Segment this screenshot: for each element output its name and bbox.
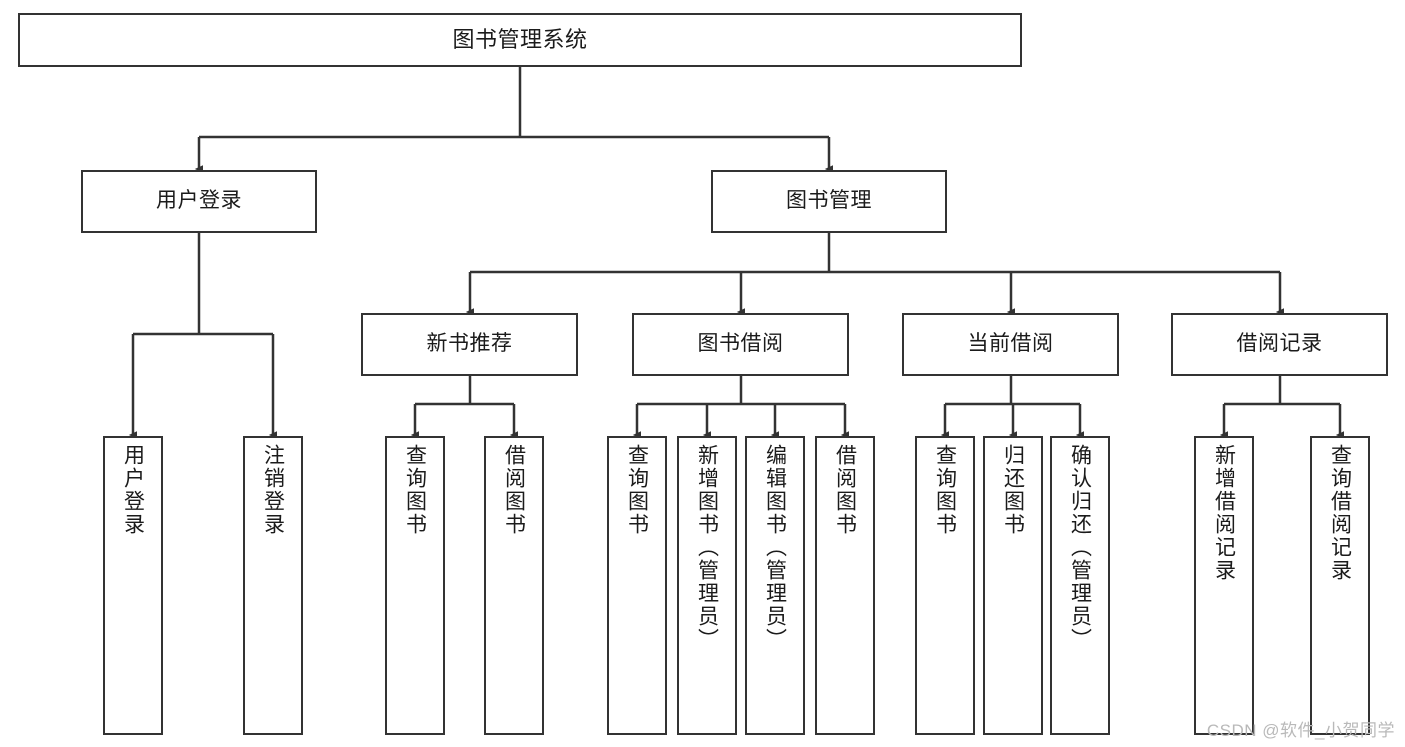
node-label: 用户登录 xyxy=(121,444,145,536)
node-label: 归还图书 xyxy=(1001,444,1025,536)
node-label: 查询图书 xyxy=(933,444,957,536)
node-book-manage[interactable]: 图书管理 xyxy=(711,170,947,233)
node-label: 图书管理 xyxy=(786,189,872,213)
node-label: 借阅图书 xyxy=(833,444,857,536)
node-user-login[interactable]: 用户登录 xyxy=(81,170,317,233)
node-label: 确认归还（管理员） xyxy=(1068,444,1092,651)
node-root[interactable]: 图书管理系统 xyxy=(18,13,1022,67)
node-label: 借阅图书 xyxy=(502,444,526,536)
node-leaf-edit-book[interactable]: 编辑图书（管理员） xyxy=(745,436,805,735)
node-leaf-query-2[interactable]: 查询图书 xyxy=(607,436,667,735)
node-leaf-user-login[interactable]: 用户登录 xyxy=(103,436,163,735)
node-leaf-borrow-1[interactable]: 借阅图书 xyxy=(484,436,544,735)
node-label: 查询借阅记录 xyxy=(1328,444,1352,582)
node-label: 当前借阅 xyxy=(967,332,1054,356)
node-leaf-confirm[interactable]: 确认归还（管理员） xyxy=(1050,436,1110,735)
node-label: 查询图书 xyxy=(625,444,649,536)
node-label: 新书推荐 xyxy=(426,332,513,356)
node-leaf-query-3[interactable]: 查询图书 xyxy=(915,436,975,735)
node-label: 注销登录 xyxy=(261,444,285,536)
node-leaf-query-rec[interactable]: 查询借阅记录 xyxy=(1310,436,1370,735)
node-leaf-logout[interactable]: 注销登录 xyxy=(243,436,303,735)
node-leaf-add-book[interactable]: 新增图书（管理员） xyxy=(677,436,737,735)
node-borrow-record[interactable]: 借阅记录 xyxy=(1171,313,1388,376)
node-leaf-add-rec[interactable]: 新增借阅记录 xyxy=(1194,436,1254,735)
node-label: 编辑图书（管理员） xyxy=(763,444,787,651)
node-label: 图书借阅 xyxy=(697,332,784,356)
node-leaf-borrow-2[interactable]: 借阅图书 xyxy=(815,436,875,735)
node-book-borrow[interactable]: 图书借阅 xyxy=(632,313,849,376)
node-label: 查询图书 xyxy=(403,444,427,536)
node-label: 图书管理系统 xyxy=(452,27,588,53)
node-current-borrow[interactable]: 当前借阅 xyxy=(902,313,1119,376)
node-label: 借阅记录 xyxy=(1236,332,1323,356)
node-label: 新增借阅记录 xyxy=(1212,444,1236,582)
node-leaf-return[interactable]: 归还图书 xyxy=(983,436,1043,735)
node-label: 新增图书（管理员） xyxy=(695,444,719,651)
node-label: 用户登录 xyxy=(156,189,242,213)
watermark: CSDN @软件_小贺同学 xyxy=(1206,721,1395,740)
node-leaf-query-1[interactable]: 查询图书 xyxy=(385,436,445,735)
node-new-book-rec[interactable]: 新书推荐 xyxy=(361,313,578,376)
